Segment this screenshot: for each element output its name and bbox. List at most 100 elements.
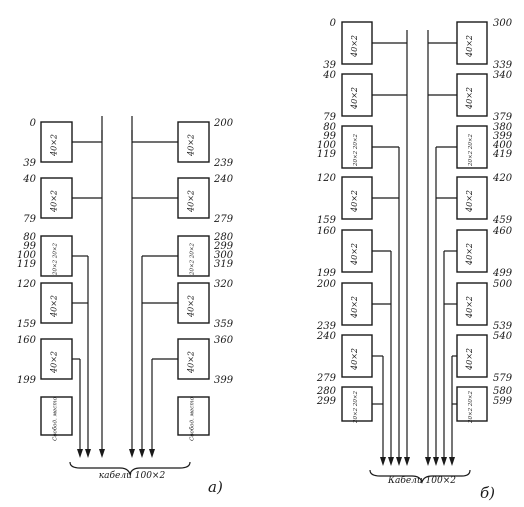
panel-box	[40, 396, 73, 436]
pair-range-end: 39	[23, 158, 36, 169]
panel-text: 20×2 20×2	[468, 134, 474, 167]
panel-text: 20×2 20×2	[353, 391, 359, 424]
pair-range-end-2: 319	[214, 259, 234, 270]
diagram-b-caption: Кабели 100×2	[387, 475, 456, 486]
pair-range-start: 540	[493, 331, 513, 342]
panel-box	[40, 177, 73, 219]
panel-box	[341, 176, 373, 220]
cable-arrow	[129, 449, 135, 458]
cable-arrow	[99, 449, 105, 458]
pair-range-end: 199	[17, 375, 37, 386]
pair-range-end: 599	[493, 396, 513, 407]
panel-text: 40×2	[187, 351, 196, 374]
panel-box	[456, 21, 488, 65]
pair-range-end: 359	[214, 319, 234, 330]
panel-box	[456, 176, 488, 220]
cable-arrow	[425, 457, 431, 466]
pair-range-end-2: 119	[17, 259, 37, 270]
panel-text: 20×2 20×2	[353, 134, 359, 167]
panel-text: 40×2	[187, 134, 196, 157]
pair-range-end: 299	[213, 241, 234, 252]
pair-range-start: 300	[493, 18, 513, 29]
pair-range-end: 99	[23, 241, 36, 252]
panel-box	[341, 125, 373, 169]
diagram-a-caption: кабели 100×2	[99, 470, 166, 481]
pair-range-end: 39	[323, 60, 336, 71]
pair-range-start: 0	[330, 18, 337, 29]
pair-range-start: 80	[23, 232, 36, 243]
panel-text: 40×2	[465, 87, 474, 110]
panel-text: 40×2	[187, 295, 196, 318]
cable-arrow	[139, 449, 145, 458]
pair-range-end: 199	[317, 268, 337, 279]
cable-arrow	[433, 457, 439, 466]
right-panel-5: Свобод. место	[177, 396, 210, 441]
pair-range-start: 120	[317, 173, 337, 184]
cable-brace	[69, 461, 191, 476]
cable-arrow	[388, 457, 394, 466]
panel-text: Свобод. место	[52, 396, 59, 440]
panel-text: 40×2	[350, 243, 359, 266]
pair-range-end: 279	[213, 214, 234, 225]
pair-range-end: 539	[493, 321, 513, 332]
panel-text: 40×2	[50, 134, 59, 157]
pair-range-start: 200	[316, 279, 337, 290]
panel-text: 20×2 20×2	[53, 243, 59, 276]
pair-range-start: 280	[316, 386, 337, 397]
pair-range-start: 280	[213, 232, 234, 243]
pair-range-end: 499	[492, 268, 513, 279]
pair-range-end: 79	[323, 112, 336, 123]
diagram-b-part-label: б)	[480, 484, 495, 502]
pair-range-start: 120	[17, 279, 37, 290]
cable-arrow	[396, 457, 402, 466]
panel-box	[177, 396, 210, 436]
panel-text: 40×2	[50, 295, 59, 318]
panel-box	[177, 177, 210, 219]
pair-range-start: 380	[493, 122, 513, 133]
pair-range-start-2: 400	[492, 140, 513, 151]
pair-range-start: 160	[17, 335, 37, 346]
panel-box	[341, 73, 373, 117]
pair-range-start-2: 100	[317, 140, 337, 151]
cable-arrow	[441, 457, 447, 466]
panel-text: 40×2	[50, 190, 59, 213]
panel-text: 40×2	[465, 296, 474, 319]
pair-range-start: 200	[213, 118, 234, 129]
pair-range-start: 340	[493, 70, 513, 81]
panel-text: Свобод. место	[189, 396, 196, 440]
pair-range-end: 339	[493, 60, 513, 71]
panel-text: 40×2	[350, 35, 359, 58]
left-panel-0: 40×2 0 39	[323, 18, 373, 71]
pair-range-end: 379	[493, 112, 513, 123]
pair-range-end: 279	[316, 373, 337, 384]
panel-box	[341, 282, 373, 326]
pair-range-end: 239	[316, 321, 337, 332]
panel-text: 40×2	[465, 243, 474, 266]
panel-text: 40×2	[350, 348, 359, 371]
pair-range-start-2: 300	[214, 250, 234, 261]
panel-box	[177, 121, 210, 163]
panel-box	[456, 229, 488, 273]
pair-range-start: 160	[317, 226, 337, 237]
panel-box	[40, 235, 73, 277]
panel-text: 40×2	[465, 190, 474, 213]
panel-text: 40×2	[465, 348, 474, 371]
pair-range-start: 360	[214, 335, 234, 346]
cable-arrow	[380, 457, 386, 466]
pair-range-start: 460	[492, 226, 513, 237]
